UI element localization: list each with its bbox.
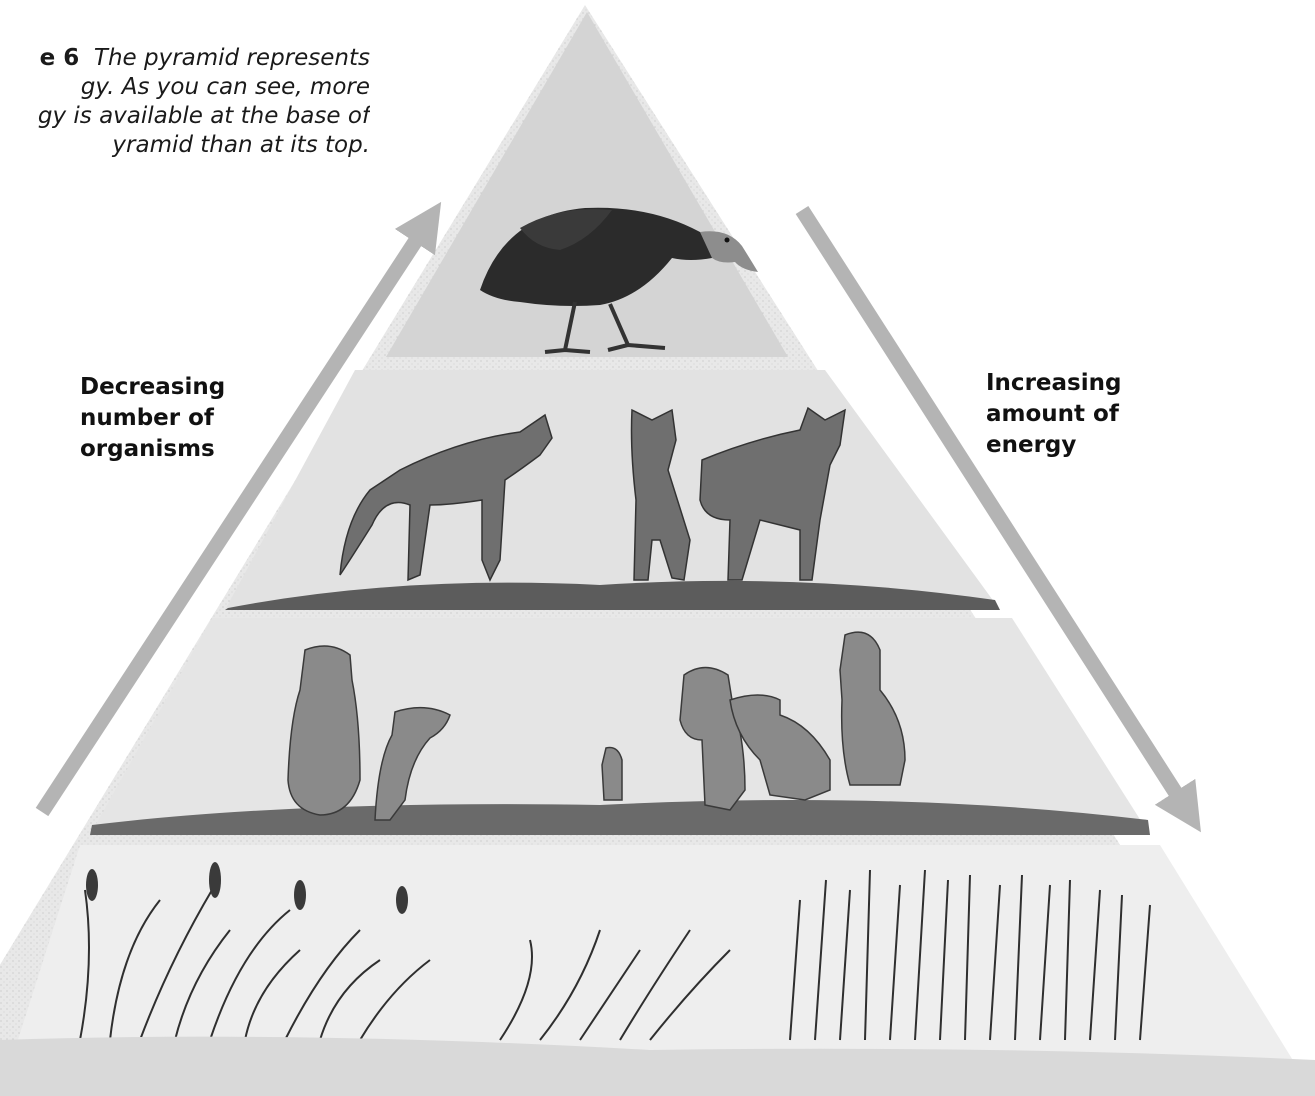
label-increasing-energy: Increasing amount of energy <box>986 368 1121 461</box>
tier-herbivores <box>90 618 1150 835</box>
label-decreasing-organisms: Decreasing number of organisms <box>80 372 225 465</box>
